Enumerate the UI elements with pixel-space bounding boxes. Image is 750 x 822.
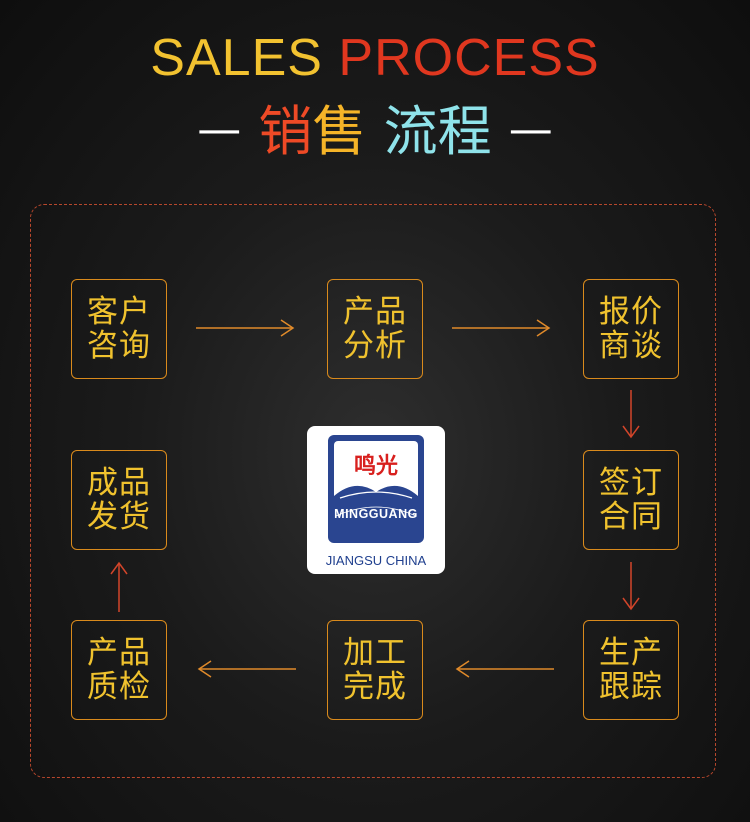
logo-brand-cn: 鸣光 xyxy=(354,453,398,479)
step-production-tracking: 生产 跟踪 xyxy=(583,620,679,720)
step-customer-inquiry: 客户 咨询 xyxy=(71,279,167,379)
title-dash-right: — xyxy=(508,104,553,155)
title-cn-part1-b: 售 xyxy=(312,100,367,163)
step-label-line1: 客户 xyxy=(87,294,151,330)
step-label-line2: 质检 xyxy=(87,669,151,705)
step-label-line1: 产品 xyxy=(87,635,151,671)
step-quality-inspection: 产品 质检 xyxy=(71,620,167,720)
step-label-line1: 报价 xyxy=(599,294,663,330)
title-chinese: — 销售 流程 — xyxy=(0,98,750,164)
step-label-line2: 咨询 xyxy=(87,328,151,364)
title-en-process: PROCESS xyxy=(338,29,600,87)
arrow-right-icon xyxy=(196,319,295,337)
step-label-line1: 成品 xyxy=(87,465,151,501)
step-processing-complete: 加工 完成 xyxy=(327,620,423,720)
step-label-line2: 分析 xyxy=(343,328,407,364)
title-en-sales: SALES xyxy=(150,29,323,87)
title-cn-part1-a: 销 xyxy=(258,100,313,163)
step-label-line1: 产品 xyxy=(343,294,407,330)
mingguang-logo-icon: 鸣光 MINGGUANG JIANGSU CHINA xyxy=(326,435,427,568)
step-label-line1: 加工 xyxy=(343,635,407,671)
arrow-left-icon xyxy=(197,660,296,678)
title-cn-part2: 流程 xyxy=(383,100,492,163)
step-label-line2: 合同 xyxy=(599,499,663,535)
title-dash-left: — xyxy=(197,104,242,155)
step-label-line1: 签订 xyxy=(599,465,663,501)
arrow-left-icon xyxy=(455,660,554,678)
process-frame xyxy=(30,204,716,778)
step-label-line2: 完成 xyxy=(343,669,407,705)
step-ship-product: 成品 发货 xyxy=(71,450,167,550)
title-english: SALES PROCESS xyxy=(0,28,750,88)
step-sign-contract: 签订 合同 xyxy=(583,450,679,550)
step-label-line2: 发货 xyxy=(87,499,151,535)
arrow-up-icon xyxy=(110,561,128,612)
step-label-line2: 商谈 xyxy=(599,328,663,364)
step-label-line2: 跟踪 xyxy=(599,669,663,705)
logo-caption: JIANGSU CHINA xyxy=(326,553,427,568)
company-logo: 鸣光 MINGGUANG JIANGSU CHINA xyxy=(307,426,445,574)
arrow-right-icon xyxy=(452,319,551,337)
arrow-down-icon xyxy=(622,562,640,611)
step-product-analysis: 产品 分析 xyxy=(327,279,423,379)
step-label-line1: 生产 xyxy=(599,635,663,671)
step-quotation: 报价 商谈 xyxy=(583,279,679,379)
arrow-down-icon xyxy=(622,390,640,439)
logo-brand-en: MINGGUANG xyxy=(334,507,418,521)
